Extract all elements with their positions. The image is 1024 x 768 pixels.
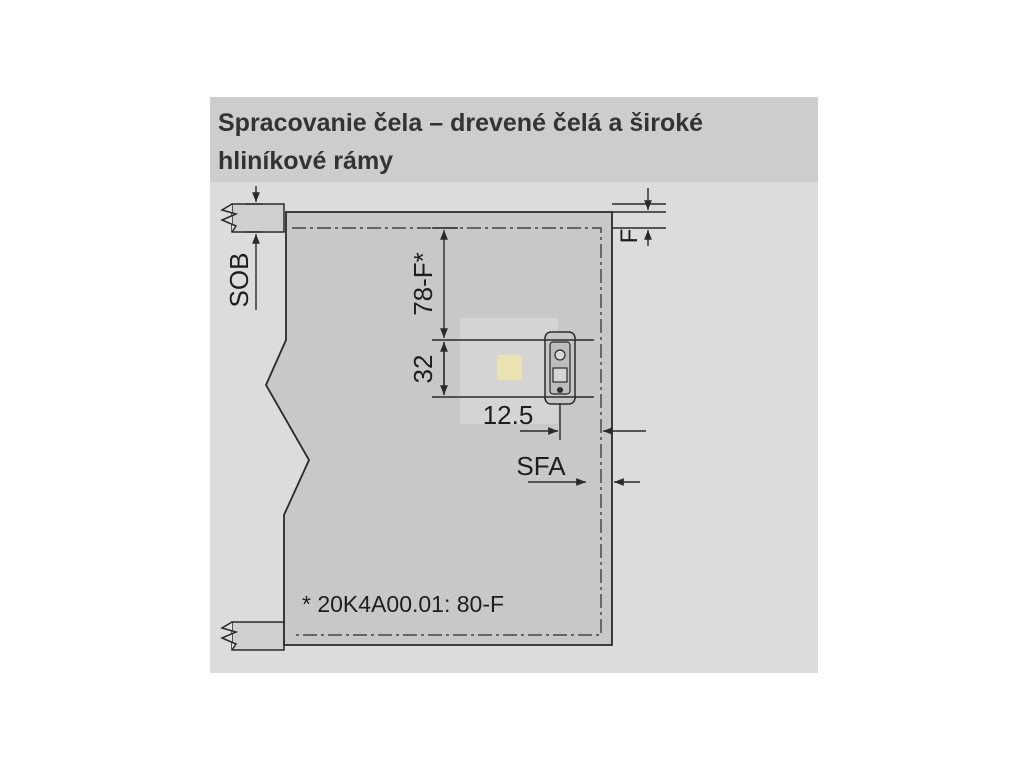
dim-78-lines bbox=[432, 227, 594, 341]
sob-label: SOB bbox=[224, 253, 254, 308]
f-dimension bbox=[612, 188, 666, 246]
cabinet-top-strip bbox=[220, 203, 285, 233]
f-label: F bbox=[616, 229, 643, 244]
dim-12-5-lines bbox=[520, 404, 646, 440]
highlight-square bbox=[497, 355, 522, 380]
title-band bbox=[210, 97, 818, 182]
sob-dimension bbox=[246, 186, 262, 310]
cabinet-bottom-strip bbox=[220, 621, 285, 651]
dim-78-label: 78-F* bbox=[408, 252, 438, 316]
mounting-bracket bbox=[544, 331, 576, 405]
dim-32-label: 32 bbox=[408, 355, 438, 384]
diagram-title: Spracovanie čela – drevené čelá a široké… bbox=[218, 109, 704, 175]
dim-32-lines bbox=[432, 342, 594, 398]
footnote: * 20K4A00.01: 80-F bbox=[302, 591, 504, 617]
sfa-label: SFA bbox=[516, 451, 566, 481]
dim-12-5-label: 12.5 bbox=[483, 400, 534, 430]
